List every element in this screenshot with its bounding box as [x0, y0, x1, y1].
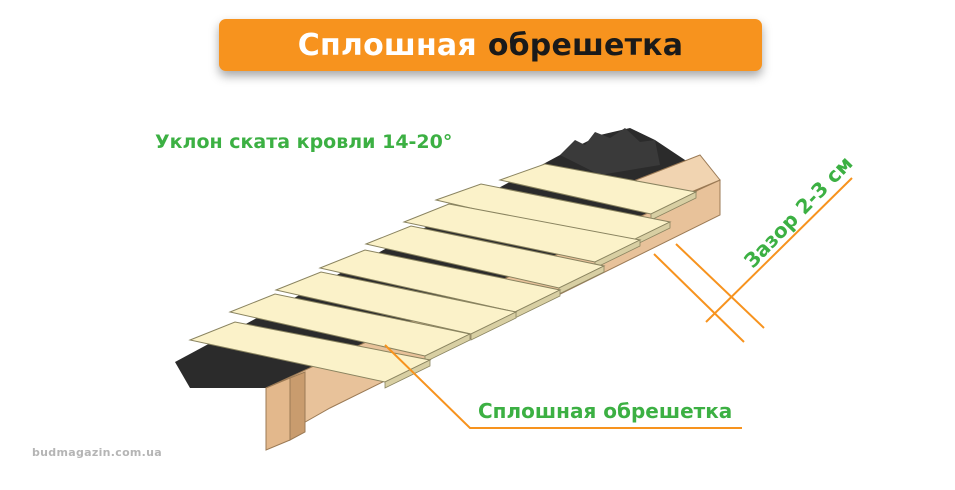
- title-word-1: Сплошная: [297, 27, 477, 63]
- membrane-torn-edge: [560, 128, 660, 175]
- gap-dimension: [653, 177, 853, 343]
- support-post: [265, 377, 291, 451]
- title-banner: Сплошная обрешетка: [219, 19, 762, 71]
- site-watermark: budmagazin.com.ua: [32, 446, 163, 459]
- solid-sheathing-label: Сплошная обрешетка: [478, 399, 733, 423]
- title-word-2: обрешетка: [487, 27, 684, 63]
- support-post-side: [289, 371, 306, 441]
- board-edge: [470, 311, 517, 341]
- board-edge: [384, 359, 431, 389]
- slope-label: Уклон ската кровли 14-20°: [155, 131, 453, 153]
- solid-leader-line: [384, 344, 742, 429]
- boards: [188, 163, 698, 389]
